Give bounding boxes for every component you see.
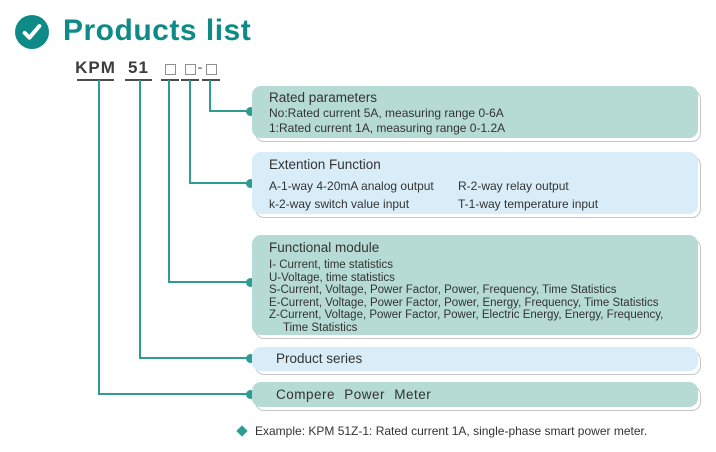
callout-title: Rated parameters <box>269 90 378 105</box>
connector-dot <box>246 179 255 188</box>
connector-line-product-series <box>139 357 250 359</box>
callout-title: Product series <box>276 351 363 366</box>
model-series-label: 51 <box>128 58 149 77</box>
callout-line: Time Statistics <box>283 321 358 334</box>
callout-column: R-2-way relay output T-1-way temperature… <box>458 177 688 213</box>
example-row: Example: KPM 51Z-1: Rated current 1A, si… <box>236 424 648 438</box>
connector-line-extention-function <box>189 182 250 184</box>
connector-line-rated-parameters <box>209 110 250 112</box>
callout-title: Functional module <box>269 240 380 255</box>
example-text: Example: KPM 51Z-1: Rated current 1A, si… <box>255 424 648 438</box>
callout-column: A-1-way 4-20mA analog output k-2-way swi… <box>269 177 458 213</box>
connector-dot <box>246 107 255 116</box>
model-segment-rated-parameters <box>202 58 220 81</box>
connector-line-rated-parameters <box>209 80 211 112</box>
model-segment-functional-module <box>161 58 179 81</box>
connector-line-compere <box>98 393 250 395</box>
callout-line: 1:Rated current 1A, measuring range 0-1.… <box>269 120 506 135</box>
callout-product-series: Product series <box>252 347 698 371</box>
connector-line-extention-function <box>189 80 191 184</box>
callout-rated-parameters: Rated parameters No:Rated current 5A, me… <box>252 86 698 138</box>
callout-line: I- Current, time statistics <box>269 259 393 271</box>
connector-dot <box>246 390 255 399</box>
callout-functional-module: Functional module I- Current, time stati… <box>252 235 698 335</box>
callout-line: Z-Current, Voltage, Power Factor, Power,… <box>269 309 664 322</box>
model-separator: - <box>197 59 203 76</box>
connector-line-functional-module <box>168 281 250 283</box>
callout-extention-function: Extention Function A-1-way 4-20mA analog… <box>252 152 698 214</box>
callout-compere-power-meter: Compere Power Meter <box>252 382 698 407</box>
callout-line: U-Voltage, time statistics <box>269 271 395 284</box>
page-title: Products list <box>63 14 252 47</box>
callout-columns: A-1-way 4-20mA analog output k-2-way swi… <box>269 177 688 213</box>
connector-dot <box>246 354 255 363</box>
callout-line: No:Rated current 5A, measuring range 0-6… <box>269 106 504 120</box>
diamond-icon <box>236 425 248 437</box>
connector-dot <box>246 278 255 287</box>
model-prefix-label: KPM <box>75 58 116 77</box>
callout-title: Compere Power Meter <box>276 387 432 402</box>
connector-line-functional-module <box>168 80 170 283</box>
callout-line: k-2-way switch value input <box>269 197 410 211</box>
placeholder-box-icon <box>164 64 176 75</box>
callout-line: A-1-way 4-20mA analog output <box>269 179 434 193</box>
model-segment-prefix: KPM <box>75 58 116 81</box>
model-segment-series: 51 <box>125 58 152 81</box>
callout-line: S-Current, Voltage, Power Factor, Power,… <box>269 284 617 297</box>
check-circle-icon <box>15 15 49 49</box>
callout-line: T-1-way temperature input <box>458 197 599 211</box>
callout-title: Extention Function <box>269 157 381 172</box>
connector-line-compere <box>98 80 100 395</box>
placeholder-box-icon <box>205 64 217 75</box>
placeholder-box-icon <box>184 64 196 75</box>
connector-line-product-series <box>139 80 141 359</box>
callout-line: E-Current, Voltage, Power Factor, Power,… <box>269 296 659 309</box>
callout-line: R-2-way relay output <box>458 179 569 193</box>
